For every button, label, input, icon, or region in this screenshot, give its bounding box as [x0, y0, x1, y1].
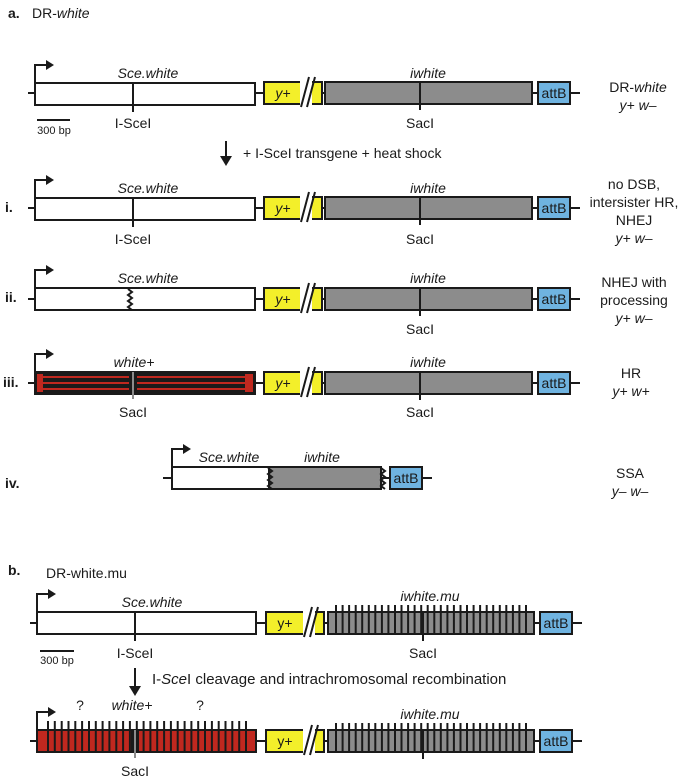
gene2-label: iwhite	[304, 449, 340, 465]
construct-recombined	[30, 706, 582, 759]
gene1-label: Sce.white	[199, 449, 260, 465]
promoter-arrow-icon	[34, 348, 55, 373]
attb-label: attB	[542, 375, 567, 391]
outcome-line: HR	[621, 365, 641, 381]
jagged-break-icon	[266, 467, 274, 490]
outcome-line: SSA	[616, 465, 645, 481]
promoter-arrow-icon	[34, 59, 55, 84]
question-mark: ?	[76, 697, 84, 713]
gene2-label: iwhite.mu	[400, 706, 459, 722]
promoter-arrow-icon	[36, 588, 57, 613]
attb-label: attB	[544, 615, 569, 631]
gene1-label: white+	[112, 697, 153, 713]
panel-a-letter: a.	[8, 5, 20, 21]
process-label: I-SceI cleavage and intrachromosomal rec…	[152, 671, 506, 688]
row-numeral: i.	[5, 199, 13, 215]
promoter-arrow-icon	[171, 443, 192, 468]
gene2-label: iwhite	[410, 354, 446, 370]
construct-dr-white	[28, 59, 580, 112]
jagged-break-icon	[126, 288, 134, 311]
yplus-label: y+	[277, 615, 292, 631]
gene2-label: iwhite	[410, 180, 446, 196]
yplus-label: y+	[274, 200, 290, 216]
construct-row-i	[28, 174, 580, 227]
site2-label: SacI	[406, 231, 434, 247]
site1-label: SacI	[119, 404, 147, 420]
question-mark: ?	[196, 697, 204, 713]
panel-b-title: DR-white.mu	[46, 565, 127, 581]
gene2-label: iwhite	[410, 270, 446, 286]
outcome-genotype: y– w–	[611, 483, 649, 499]
yplus-label: y+	[274, 291, 290, 307]
iwhite-box	[324, 81, 533, 105]
attb-label: attB	[542, 200, 567, 216]
yplus-label: y+	[274, 85, 290, 101]
site1-label: SacI	[121, 763, 149, 779]
gene2-label: iwhite.mu	[400, 588, 459, 604]
attb-label: attB	[544, 733, 569, 749]
attb-box	[537, 81, 571, 105]
outcome-genotype: y+ w–	[615, 230, 653, 246]
site2-label: SacI	[409, 645, 437, 661]
construct-row-iii	[28, 348, 580, 400]
attb-label: attB	[542, 85, 567, 101]
panel-b-letter: b.	[8, 562, 20, 578]
scale-bar-label: 300 bp	[37, 125, 71, 137]
down-arrow-icon	[220, 141, 232, 166]
outcome-line: processing	[600, 292, 668, 308]
attb-label: attB	[394, 470, 419, 486]
site2-label: SacI	[406, 115, 434, 131]
promoter-arrow-icon	[34, 174, 55, 199]
mutation-markers	[335, 605, 527, 634]
attb-label: attB	[542, 291, 567, 307]
gene1-label: Sce.white	[118, 270, 179, 286]
gene1-label: Sce.white	[118, 180, 179, 196]
scale-bar-label: 300 bp	[40, 655, 74, 667]
mutation-markers	[335, 723, 527, 752]
row-numeral: iv.	[5, 475, 20, 491]
outcome-line: intersister HR,	[590, 194, 679, 210]
result-genotype: y+ w–	[619, 97, 657, 113]
outcome-line: NHEJ with	[601, 274, 666, 290]
outcome-genotype: y+ w–	[615, 310, 653, 326]
construct-row-iv	[163, 443, 432, 490]
white-plus-box	[36, 729, 257, 753]
yplus-label: y+	[274, 375, 290, 391]
sce-white-box	[34, 82, 256, 106]
promoter-arrow-icon	[36, 706, 57, 731]
gene1-label: Sce.white	[122, 594, 183, 610]
row-numeral: iii.	[3, 374, 19, 390]
promoter-arrow-icon	[34, 264, 55, 289]
row-numeral: ii.	[5, 289, 17, 305]
gene1-label: Sce.white	[118, 65, 179, 81]
gene1-label: white+	[114, 354, 155, 370]
site1-label: I-SceI	[115, 231, 152, 247]
down-arrow-icon	[129, 668, 141, 696]
mutation-markers	[47, 721, 247, 752]
result-dr-white: DR-white	[609, 79, 667, 95]
site1-label: I-SceI	[117, 645, 154, 661]
yplus-label: y+	[277, 733, 292, 749]
outcome-line: NHEJ	[616, 212, 653, 228]
site2-label: SacI	[406, 321, 434, 337]
process-label: + I-SceI transgene + heat shock	[243, 145, 442, 161]
outcome-line: no DSB,	[608, 176, 660, 192]
gene2-label: iwhite	[410, 65, 446, 81]
panel-a-title: DR-white	[32, 5, 90, 21]
outcome-genotype: y+ w+	[611, 383, 649, 399]
site1-label: I-SceI	[115, 115, 152, 131]
site2-label: SacI	[406, 404, 434, 420]
construct-row-ii	[28, 264, 580, 316]
construct-dr-white-mu	[30, 588, 582, 641]
